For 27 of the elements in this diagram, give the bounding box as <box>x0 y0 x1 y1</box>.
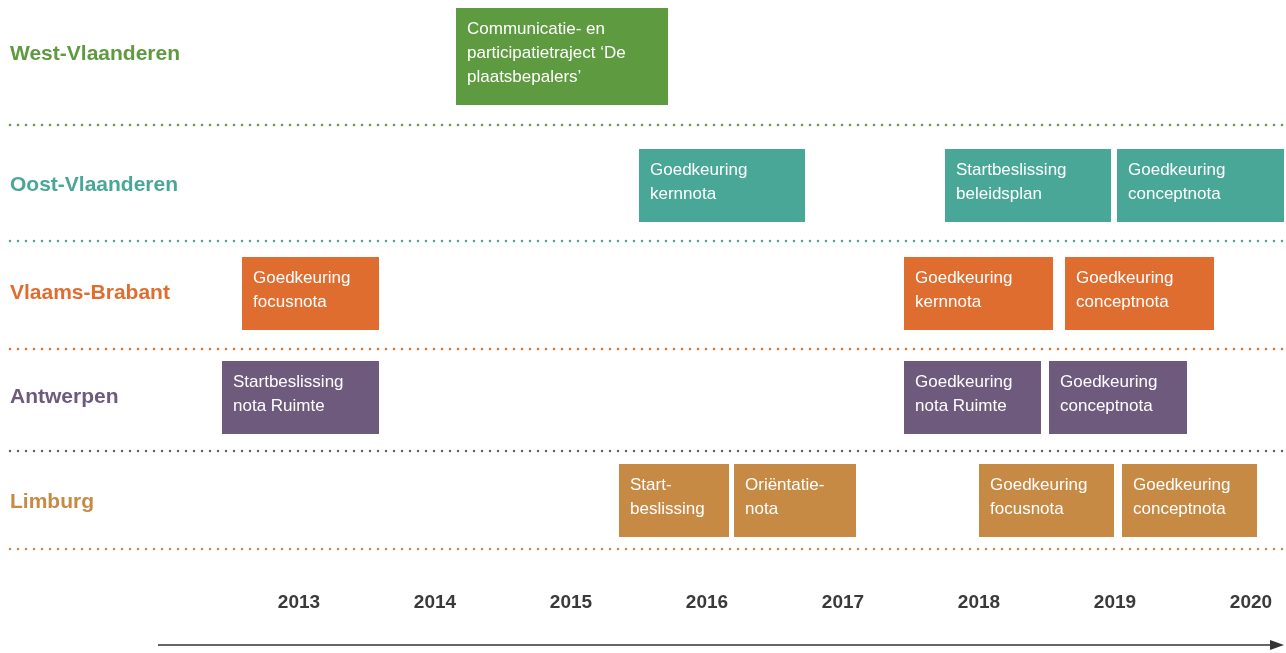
year-label: 2015 <box>549 591 593 613</box>
milestone-box: Start- beslissing <box>619 464 729 537</box>
milestone-box: Goedkeuring focusnota <box>242 257 379 330</box>
year-label: 2017 <box>821 591 865 613</box>
milestone-box: Startbeslissing beleidsplan <box>945 149 1111 222</box>
year-label: 2014 <box>413 591 457 613</box>
year-label: 2016 <box>685 591 729 613</box>
milestone-box: Goedkeuring conceptnota <box>1117 149 1284 222</box>
year-label: 2018 <box>957 591 1001 613</box>
milestone-box: Goedkeuring conceptnota <box>1065 257 1214 330</box>
milestone-box: Goedkeuring kernnota <box>639 149 805 222</box>
year-label: 2013 <box>277 591 321 613</box>
year-label: 2020 <box>1229 591 1273 613</box>
province-label: West-Vlaanderen <box>10 41 180 65</box>
province-label: Vlaams-Brabant <box>10 280 170 304</box>
milestone-box: Goedkeuring conceptnota <box>1122 464 1257 537</box>
milestone-box: Goedkeuring conceptnota <box>1049 361 1187 434</box>
province-label: Oost-Vlaanderen <box>10 172 179 196</box>
milestone-box: Startbeslissing nota Ruimte <box>222 361 379 434</box>
year-label: 2019 <box>1093 591 1137 613</box>
milestone-box: Communicatie- en participatietraject ‘De plaatsbepalers’ <box>456 8 668 105</box>
milestone-box: Goedkeuring focusnota <box>979 464 1114 537</box>
milestone-box: Oriëntatie- nota <box>734 464 856 537</box>
province-label: Antwerpen <box>10 384 119 408</box>
milestone-box: Goedkeuring kernnota <box>904 257 1053 330</box>
province-label: Limburg <box>10 489 94 513</box>
milestone-box: Goedkeuring nota Ruimte <box>904 361 1041 434</box>
